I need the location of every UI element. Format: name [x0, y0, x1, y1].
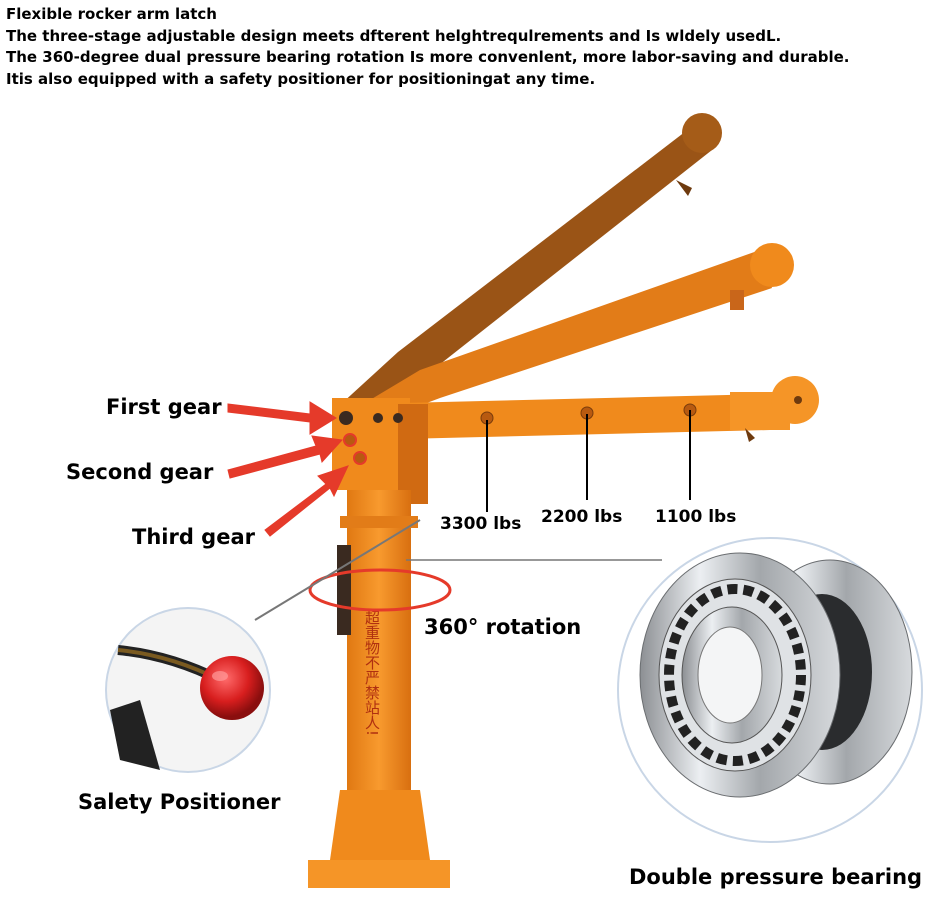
bearing-inset [617, 537, 923, 843]
description-text: Flexible rocker arm latch The three-stag… [6, 4, 936, 90]
header-line-1: Flexible rocker arm latch [6, 5, 217, 23]
load-3300-label: 3300 lbs [440, 514, 522, 534]
header-line-2: The three-stage adjustable design meets … [6, 26, 782, 45]
rotation-ring [308, 568, 452, 612]
crane-post: 超重物不严禁站人! [308, 490, 450, 888]
load-2200-label: 2200 lbs [541, 507, 623, 527]
positioner-label: Salety Positioner [78, 790, 281, 814]
svg-text:超重物不严禁站人!: 超重物不严禁站人! [363, 610, 381, 736]
load-lines [486, 410, 691, 512]
pivot-head [332, 398, 428, 504]
header-line-4: Itis also equipped with a safety positio… [6, 69, 596, 88]
middle-arm [350, 243, 794, 425]
bearing-label: Double pressure bearing [629, 865, 923, 889]
lower-arm [360, 376, 819, 442]
third-gear-label: Third gear [132, 525, 255, 549]
first-gear-label: First gear [106, 395, 222, 419]
header-line-3: The 360-degree dual pressure bearing rot… [6, 48, 850, 66]
positioner-pointer [254, 519, 421, 621]
second-gear-label: Second gear [66, 460, 214, 484]
upper-arm [340, 113, 722, 418]
load-1100-label: 1100 lbs [655, 507, 737, 527]
gear-arrows [227, 401, 349, 537]
positioner-inset [105, 607, 271, 773]
rotation-label: 360° rotation [424, 615, 582, 639]
